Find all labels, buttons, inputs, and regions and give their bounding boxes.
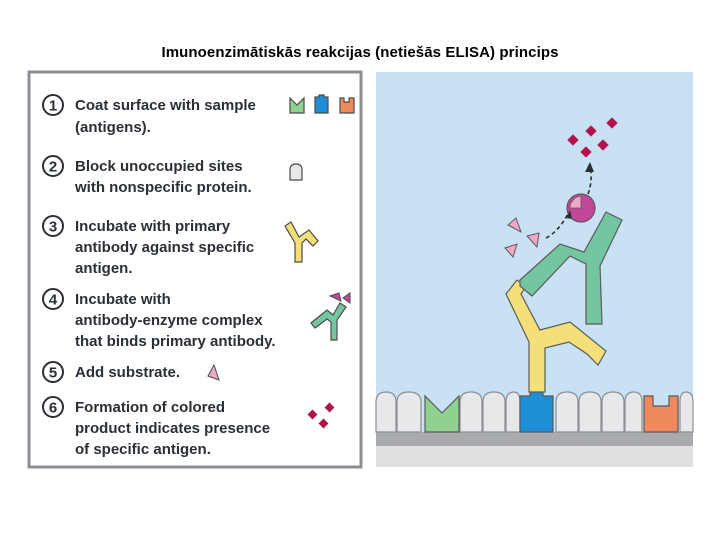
step-line: Add substrate. [75,364,180,381]
step-number: 1 [49,98,57,115]
step-line: Formation of colored [75,399,225,416]
colored-product [580,146,592,158]
step-line: with nonspecific protein. [74,179,252,196]
colored-product-icon [307,409,318,420]
step-3: 3 Incubate with primary antibody against… [42,215,319,277]
step-1: 1 Coat surface with sample (antigens). [42,94,355,136]
step-line: Incubate with primary [75,218,231,235]
elisa-scene [375,117,694,467]
blue-antigen [519,389,554,433]
colored-product-icon [318,418,329,429]
primary-antibody-icon [284,221,319,263]
reaction-arrow [545,213,569,239]
orange-antigen [643,395,679,433]
step-line: (antigens). [75,119,151,136]
blue-antigen-icon [314,94,329,114]
step-5: 5 Add substrate. [42,361,220,383]
step-line: Block unoccupied sites [75,158,243,175]
step-line: that binds primary antibody. [75,333,276,350]
step-number-badge [42,94,64,116]
arrowhead-icon [566,210,572,219]
step-2: 2 Block unoccupied sites with nonspecifi… [42,155,303,196]
blocking-protein-icon [289,163,303,181]
colored-product [567,134,579,146]
secondary-antibody [519,211,623,325]
page-title: Imunoenzimātiskās reakcijas (netiešās EL… [161,44,559,61]
step-number-badge [42,288,64,310]
substrate-icon [207,363,220,381]
step-line: product indicates presence [75,420,270,437]
arrowhead-icon [585,162,594,172]
substrate [507,217,522,234]
step-line: Coat surface with sample [75,97,256,114]
enzyme-icon [328,292,342,302]
step-number-badge [42,215,64,237]
step-number: 3 [49,219,57,236]
green-antigen [424,394,460,433]
enzyme-icon [342,292,351,304]
substrate [526,232,540,249]
step-line: antibody against specific [75,239,254,256]
step-number: 5 [49,365,57,382]
enzyme-active-site [569,195,582,209]
step-line: antibody-enzyme complex [75,312,263,329]
step-number-badge [42,155,64,177]
colored-product [597,139,609,151]
orange-antigen-icon [339,97,355,114]
blocking-proteins [375,391,694,433]
colored-product-icon [324,402,335,413]
plate-surface [376,432,693,446]
plate-base [376,446,693,467]
step-4: 4 Incubate with antibody-enzyme complex … [42,288,351,350]
step-number-badge [42,361,64,383]
secondary-antibody-icon [310,302,347,341]
green-antigen-icon [289,96,305,114]
steps-panel [27,70,363,469]
primary-antibody [505,279,607,393]
step-line: Incubate with [75,291,171,308]
step-line: antigen. [75,260,133,277]
step-line: of specific antigen. [75,441,211,458]
substrate [504,243,518,258]
step-number: 2 [49,159,57,176]
step-6: 6 Formation of colored product indicates… [42,396,335,458]
step-number: 4 [49,292,58,309]
step-number: 6 [49,400,57,417]
step-number-badge [42,396,64,418]
